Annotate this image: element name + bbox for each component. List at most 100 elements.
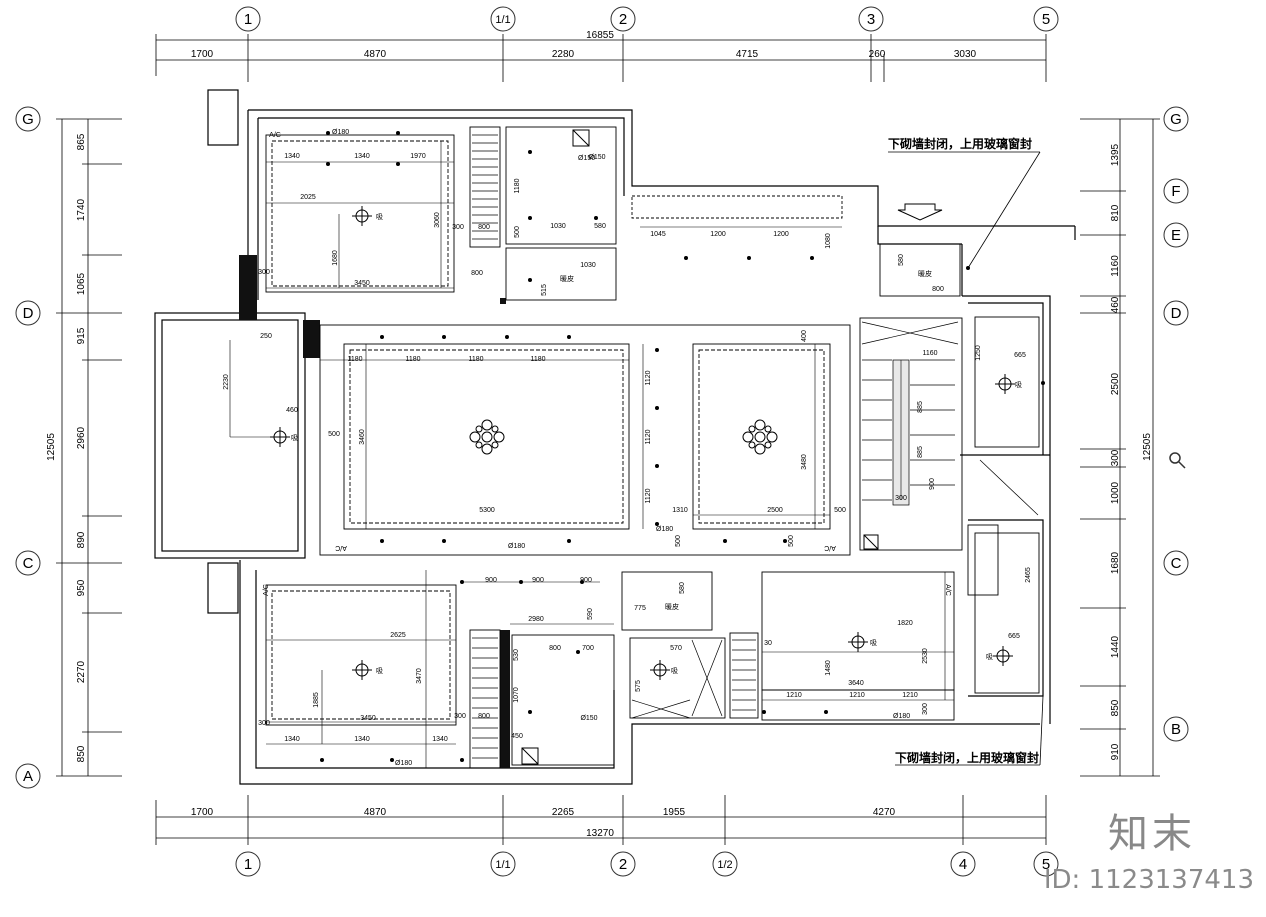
dim-text: 1120	[645, 429, 652, 444]
dim-text: 450	[511, 733, 523, 740]
left-total-dim: 12505	[46, 433, 57, 461]
dim-text: 460	[286, 407, 298, 414]
living-dims: 1180 1180 1180 1180 3460 5300 2230 460 5…	[223, 333, 795, 547]
axis-right-c: C	[1171, 555, 1182, 572]
dim-text: 1340	[432, 736, 448, 743]
fixture-labels: A/C A/C A/C A/C A/C 吸 吸 吸 吸 吸 吸 吸 暖皮 暖皮 …	[263, 129, 1022, 767]
louvre-hatching	[472, 134, 756, 759]
left-axis-bubbles	[15, 106, 41, 789]
left-dim-5: 2960	[76, 426, 87, 449]
dim-text: 575	[635, 680, 642, 692]
right-dim-7: 1000	[1110, 481, 1121, 504]
dim-text: 1250	[975, 345, 982, 361]
chandelier-icon	[469, 419, 505, 455]
diffuser-label: Ø180	[893, 713, 910, 720]
ceiling-light-label: 吸	[376, 667, 383, 675]
dim-text: 1210	[786, 692, 802, 699]
ceiling-light-label: 吸	[1015, 381, 1022, 389]
ac-label: A/C	[263, 584, 270, 596]
ac-label: A/C	[824, 544, 836, 551]
dim-text: 1820	[897, 620, 913, 627]
left-dim-9: 850	[76, 745, 87, 762]
axis-top-5: 5	[1042, 11, 1050, 28]
dim-text: 800	[478, 224, 490, 231]
axis-top-3: 3	[867, 11, 875, 28]
top-dim-2: 4870	[364, 49, 387, 60]
dim-text: 1885	[313, 692, 320, 708]
axis-bottom-1-1: 1/1	[495, 859, 510, 871]
shower-fixture-icons	[521, 129, 879, 765]
dim-text: 300	[454, 713, 466, 720]
dim-text: 300	[452, 224, 464, 231]
dim-text: 1340	[284, 736, 300, 743]
dim-text: 900	[532, 577, 544, 584]
bottom-dimension-chain	[155, 795, 1047, 845]
dim-text: 1070	[513, 687, 520, 703]
left-dim-2: 1740	[76, 198, 87, 221]
dim-text: 250	[260, 333, 272, 340]
dim-text: 1030	[580, 262, 596, 269]
axis-right-f: F	[1171, 183, 1180, 200]
dim-text: 2025	[300, 194, 316, 201]
dim-text: 800	[549, 645, 561, 652]
note-bottom-right: 下砌墙封闭，上用玻璃窗封	[895, 750, 1039, 765]
dim-text: 885	[917, 401, 924, 413]
left-dim-4: 915	[76, 327, 87, 344]
dim-text: 1180	[514, 178, 521, 193]
diffuser-label: Ø180	[332, 129, 349, 136]
dim-text: 900	[929, 478, 936, 490]
watermark-id: ID: 1123137413	[1043, 865, 1254, 895]
dim-text: 5300	[479, 507, 495, 514]
dim-text: 665	[1014, 352, 1026, 359]
axis-bottom-1-2: 1/2	[717, 859, 732, 871]
dim-text: 500	[514, 226, 521, 238]
top-dim-6: 3030	[954, 49, 977, 60]
dim-text: 3450	[360, 715, 376, 722]
right-dim-11: 910	[1110, 743, 1121, 760]
room-n-dims: 1180 1030 580 500 1030 515 Ø150	[514, 154, 606, 296]
top-dimension-chain	[155, 34, 1047, 82]
ceiling-light-label: 吸	[291, 434, 298, 442]
right-dimension-chain	[1080, 118, 1160, 777]
dim-text: 3640	[848, 680, 864, 687]
room-sw-dims: 2625 3470 1885 3450 1340 1340 1340 300 3…	[258, 632, 466, 743]
dim-text: 665	[1008, 633, 1020, 640]
chandelier-icon	[742, 419, 778, 455]
axis-right-b: B	[1171, 721, 1181, 738]
inner-dimension-lines	[229, 141, 954, 768]
dim-text: 1160	[922, 350, 937, 357]
dim-text: 590	[587, 608, 594, 620]
zoom-magnifier-icon[interactable]	[1169, 452, 1186, 469]
diffuser-label: Ø150	[578, 155, 595, 162]
dim-text: 1180	[347, 356, 362, 363]
dim-text: 1120	[645, 488, 652, 503]
dim-text: Ø150	[588, 154, 605, 161]
dim-text: 1210	[849, 692, 865, 699]
dim-text: 570	[670, 645, 682, 652]
diffuser-label: Ø180	[508, 543, 525, 550]
room-s2-dims: 570 575	[635, 645, 682, 692]
top-dim-4: 4715	[736, 49, 759, 60]
dim-text: 1200	[773, 231, 789, 238]
heater-label: 暖皮	[665, 602, 679, 611]
axis-top-1-1: 1/1	[495, 14, 510, 26]
dim-text: 775	[634, 605, 646, 612]
dim-text: 2625	[390, 632, 406, 639]
dining-dims: 2500 3480 400 500 500	[675, 330, 846, 547]
dim-text: 300	[922, 703, 929, 715]
right-dim-9: 1440	[1110, 635, 1121, 658]
dim-text: Ø150	[580, 715, 597, 722]
dim-text: 1030	[550, 223, 566, 230]
dim-text: 2530	[922, 648, 929, 664]
dim-text: 3460	[359, 429, 366, 445]
room-nw-dims: 1340 1340 1970 2025 3060 1680 3450 300 8…	[258, 153, 490, 287]
dim-text: 3480	[801, 454, 808, 470]
dim-text: 300	[258, 269, 270, 276]
left-dimension-chain	[56, 118, 122, 777]
ceiling-light-label: 吸	[986, 653, 993, 661]
dim-text: 3060	[434, 212, 441, 228]
bottom-dim-4: 1955	[663, 807, 686, 818]
dim-text: 580	[679, 582, 686, 594]
dim-text: 800	[478, 713, 490, 720]
dim-text: 30	[764, 640, 772, 647]
